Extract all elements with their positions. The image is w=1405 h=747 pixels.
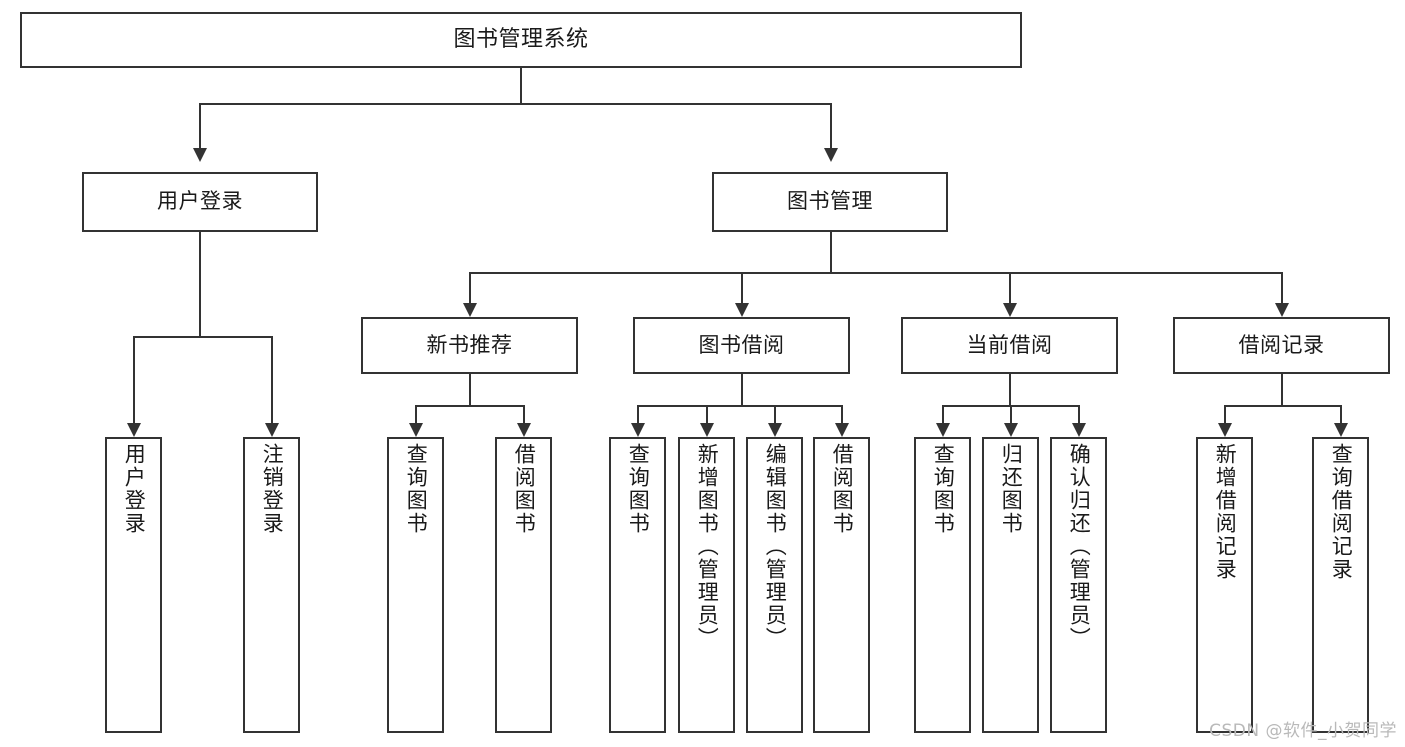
connector-book-management-bar	[469, 272, 1281, 274]
connector-bm-to-new-book	[469, 272, 471, 303]
connector-new-book-to-leaf-1	[415, 405, 417, 423]
node-label: 用户登录	[122, 443, 147, 535]
connector-bm-to-current-borrow	[1009, 272, 1011, 303]
connector-new-book-stem	[469, 374, 471, 405]
node-label: 新增借阅记录	[1213, 443, 1238, 581]
connector-br-to-leaf-1	[1224, 405, 1226, 423]
arrowhead-new-book-leaf-2	[517, 423, 531, 437]
connector-borrow-record-bar	[1224, 405, 1340, 407]
arrowhead-root-to-user-login	[193, 148, 207, 162]
arrowhead-user-login-leaf-1	[127, 423, 141, 437]
node-label: 当前借阅	[966, 332, 1053, 357]
node-add-book-admin[interactable]: 新增图书（管理员）	[678, 437, 735, 733]
node-label: 确认归还（管理员）	[1067, 443, 1092, 650]
connector-current-borrow-stem	[1009, 374, 1011, 405]
connector-cb-to-leaf-3	[1078, 405, 1080, 423]
node-label: 借阅记录	[1238, 332, 1325, 357]
connector-root-to-book-management	[830, 103, 832, 148]
node-query-book-1[interactable]: 查询图书	[387, 437, 444, 733]
node-label: 图书管理	[787, 189, 873, 214]
connector-book-borrow-stem	[741, 374, 743, 405]
connector-new-book-bar	[415, 405, 523, 407]
connector-bm-to-book-borrow	[741, 272, 743, 303]
arrowhead-cb-leaf-3	[1072, 423, 1086, 437]
connector-user-login-to-leaf-1	[133, 336, 135, 423]
connector-root-to-user-login	[199, 103, 201, 148]
node-current-borrow[interactable]: 当前借阅	[901, 317, 1118, 374]
arrowhead-bb-leaf-4	[835, 423, 849, 437]
connector-bb-to-leaf-2	[706, 405, 708, 423]
node-label: 新增图书（管理员）	[695, 443, 720, 650]
connector-new-book-to-leaf-2	[523, 405, 525, 423]
node-label: 编辑图书（管理员）	[763, 443, 788, 650]
connector-book-borrow-bar	[637, 405, 841, 407]
connector-cb-to-leaf-2	[1010, 405, 1012, 423]
node-borrow-book-2[interactable]: 借阅图书	[813, 437, 870, 733]
node-label: 注销登录	[260, 443, 285, 535]
node-label: 新书推荐	[426, 332, 513, 357]
node-label: 查询借阅记录	[1329, 443, 1354, 581]
connector-br-to-leaf-2	[1340, 405, 1342, 423]
arrowhead-br-leaf-1	[1218, 423, 1232, 437]
connector-user-login-to-leaf-2	[271, 336, 273, 423]
arrowhead-user-login-leaf-2	[265, 423, 279, 437]
node-label: 查询图书	[404, 443, 429, 535]
node-query-book-2[interactable]: 查询图书	[609, 437, 666, 733]
arrowhead-root-to-book-management	[824, 148, 838, 162]
arrowhead-bm-to-book-borrow	[735, 303, 749, 317]
node-query-borrow-record[interactable]: 查询借阅记录	[1312, 437, 1369, 733]
arrowhead-bb-leaf-1	[631, 423, 645, 437]
node-return-book[interactable]: 归还图书	[982, 437, 1039, 733]
connector-book-management-stem	[830, 232, 832, 272]
node-label: 用户登录	[157, 189, 243, 214]
arrowhead-br-leaf-2	[1334, 423, 1348, 437]
arrowhead-bm-to-borrow-record	[1275, 303, 1289, 317]
node-user-login-leaf[interactable]: 用户登录	[105, 437, 162, 733]
connector-bm-to-borrow-record	[1281, 272, 1283, 303]
arrowhead-bb-leaf-2	[700, 423, 714, 437]
arrowhead-cb-leaf-2	[1004, 423, 1018, 437]
node-borrow-record[interactable]: 借阅记录	[1173, 317, 1390, 374]
connector-cb-to-leaf-1	[942, 405, 944, 423]
arrowhead-new-book-leaf-1	[409, 423, 423, 437]
arrowhead-cb-leaf-1	[936, 423, 950, 437]
node-logout-leaf[interactable]: 注销登录	[243, 437, 300, 733]
connector-user-login-bar	[133, 336, 271, 338]
connector-bb-to-leaf-4	[841, 405, 843, 423]
node-label: 归还图书	[999, 443, 1024, 535]
node-query-book-3[interactable]: 查询图书	[914, 437, 971, 733]
connector-root-stem	[520, 68, 522, 103]
node-label: 查询图书	[626, 443, 651, 535]
node-borrow-book-1[interactable]: 借阅图书	[495, 437, 552, 733]
node-new-book-recommend[interactable]: 新书推荐	[361, 317, 578, 374]
node-add-borrow-record[interactable]: 新增借阅记录	[1196, 437, 1253, 733]
connector-bb-to-leaf-3	[774, 405, 776, 423]
connector-bb-to-leaf-1	[637, 405, 639, 423]
arrowhead-bm-to-new-book	[463, 303, 477, 317]
connector-root-bar	[199, 103, 831, 105]
arrowhead-bm-to-current-borrow	[1003, 303, 1017, 317]
node-user-login[interactable]: 用户登录	[82, 172, 318, 232]
node-label: 查询图书	[931, 443, 956, 535]
node-confirm-return-admin[interactable]: 确认归还（管理员）	[1050, 437, 1107, 733]
node-label: 借阅图书	[830, 443, 855, 535]
node-book-borrow[interactable]: 图书借阅	[633, 317, 850, 374]
connector-borrow-record-stem	[1281, 374, 1283, 405]
csdn-watermark: CSDN @软件_小贺同学	[1209, 721, 1397, 741]
connector-user-login-stem	[199, 232, 201, 336]
node-label: 图书借阅	[698, 332, 785, 357]
arrowhead-bb-leaf-3	[768, 423, 782, 437]
node-label: 图书管理系统	[453, 26, 589, 52]
node-book-management[interactable]: 图书管理	[712, 172, 948, 232]
node-edit-book-admin[interactable]: 编辑图书（管理员）	[746, 437, 803, 733]
node-label: 借阅图书	[512, 443, 537, 535]
node-root-book-management-system[interactable]: 图书管理系统	[20, 12, 1022, 68]
